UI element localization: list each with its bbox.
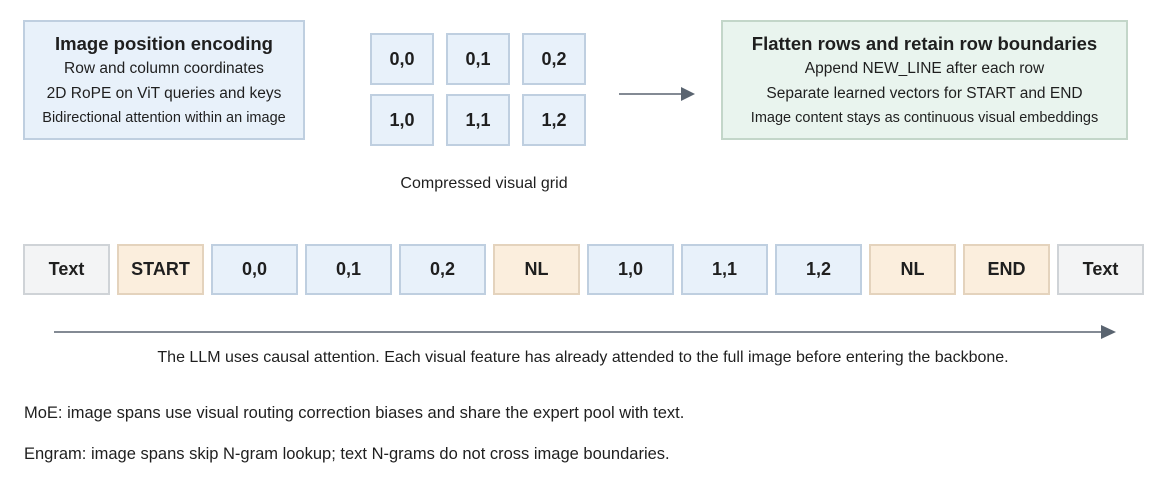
grid-cell-1-0: 1,0 (370, 94, 434, 146)
token-end: END (963, 244, 1050, 295)
token-newline-2: NL (869, 244, 956, 295)
token-1-2: 1,2 (775, 244, 862, 295)
image-position-encoding-box: Image position encoding Row and column c… (23, 20, 305, 140)
flatten-box-line-3: Image content stays as continuous visual… (750, 110, 1099, 126)
flatten-box-line-1: Append NEW_LINE after each row (804, 60, 1045, 77)
flatten-box-line-2: Separate learned vectors for START and E… (766, 85, 1083, 102)
moe-note: MoE: image spans use visual routing corr… (24, 404, 685, 422)
grid-cell-0-1: 0,1 (446, 33, 510, 85)
position-box-title: Image position encoding (55, 33, 273, 54)
causal-attention-caption: The LLM uses causal attention. Each visu… (157, 349, 1009, 366)
grid-cell-1-2: 1,2 (522, 94, 586, 146)
grid-cell-0-0: 0,0 (370, 33, 434, 85)
token-text-start: Text (23, 244, 110, 295)
token-1-0: 1,0 (587, 244, 674, 295)
token-1-1: 1,1 (681, 244, 768, 295)
causal-flow-arrow (54, 325, 1116, 339)
grid-cell-1-1: 1,1 (446, 94, 510, 146)
grid-to-flatten-arrow (619, 87, 695, 101)
flatten-rows-box: Flatten rows and retain row boundaries A… (721, 20, 1128, 140)
token-0-0: 0,0 (211, 244, 298, 295)
grid-caption: Compressed visual grid (400, 175, 568, 192)
token-0-2: 0,2 (399, 244, 486, 295)
token-text-end: Text (1057, 244, 1144, 295)
position-box-line-2: 2D RoPE on ViT queries and keys (46, 85, 282, 102)
flatten-box-title: Flatten rows and retain row boundaries (751, 33, 1098, 54)
grid-cell-0-2: 0,2 (522, 33, 586, 85)
token-start: START (117, 244, 204, 295)
position-box-line-3: Bidirectional attention within an image (42, 110, 286, 126)
position-box-line-1: Row and column coordinates (64, 60, 264, 77)
engram-note: Engram: image spans skip N-gram lookup; … (24, 445, 670, 463)
token-newline-1: NL (493, 244, 580, 295)
token-0-1: 0,1 (305, 244, 392, 295)
